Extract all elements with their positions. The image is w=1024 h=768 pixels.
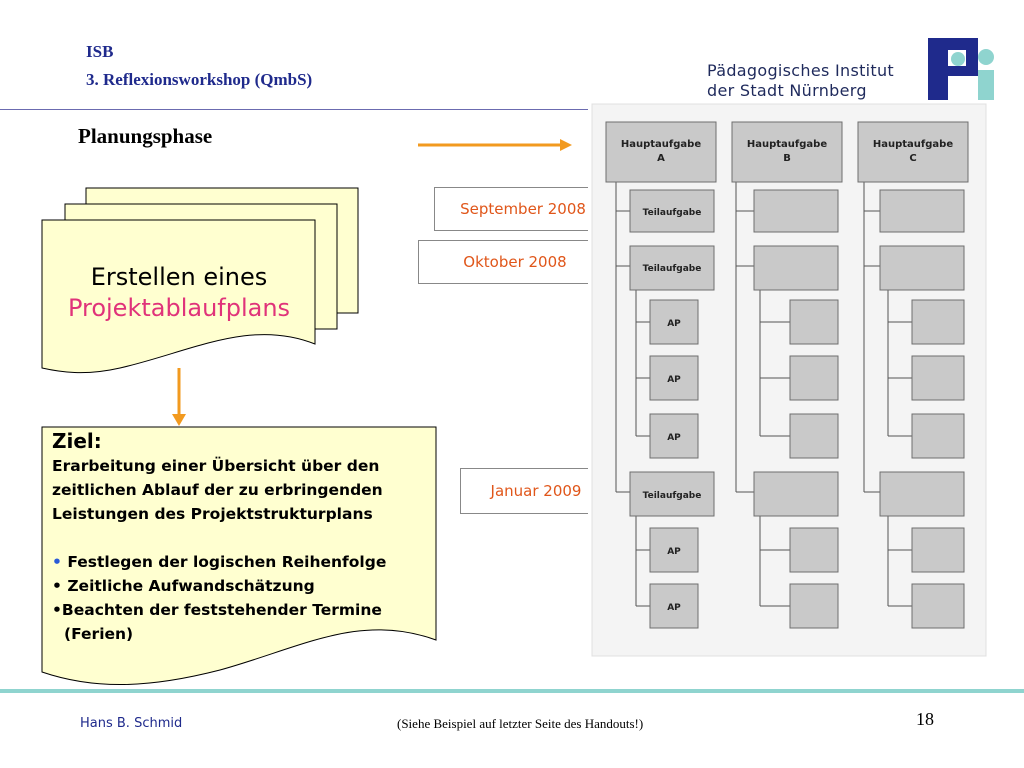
chart-label: AP (667, 433, 681, 443)
chart-label: AP (667, 375, 681, 385)
chart-label: B (783, 153, 791, 164)
chart-box-hauptaufgabe-b (731, 121, 843, 183)
chart-label: A (657, 153, 665, 164)
institute-name-line2: der Stadt Nürnberg (707, 81, 867, 100)
chart-box-ap (649, 299, 699, 345)
chart-box-teilaufgabe (629, 471, 715, 517)
chart-label: AP (667, 603, 681, 613)
chart-box-ap (649, 413, 699, 459)
chart-box-hauptaufgabe-a (605, 121, 717, 183)
header-subtitle: 3. Reflexionsworkshop (QmbS) (86, 70, 313, 89)
footer-author: Hans B. Schmid (80, 716, 183, 731)
bullet-icon: • (52, 577, 62, 595)
goal-line: Erarbeitung einer Übersicht über den (52, 457, 380, 475)
chart-label: AP (667, 319, 681, 329)
chart-label: AP (667, 547, 681, 557)
plan-document-text: Erstellen eines Projektablaufplans (42, 262, 316, 324)
chart-box-ap (649, 527, 699, 573)
header-title: ISB (86, 42, 114, 61)
chart-box-teilaufgabe (629, 245, 715, 291)
bullet-icon: • (52, 601, 62, 619)
goal-line: Leistungen des Projektstrukturplans (52, 505, 373, 523)
goal-spacer (52, 526, 432, 550)
chart-box-ap (649, 583, 699, 629)
phase-title: Planungsphase (78, 124, 213, 148)
header-divider (0, 109, 588, 110)
page-number: 18 (916, 709, 934, 729)
plan-line2: Projektablaufplans (67, 294, 291, 322)
chart-box-hauptaufgabe-c (857, 121, 969, 183)
project-structure-chart: Hauptaufgabe A Hauptaufgabe B Hauptaufga… (588, 100, 990, 658)
chart-label: Hauptaufgabe (621, 139, 701, 150)
chart-label: Teilaufgabe (643, 264, 702, 274)
goal-bullet-item: • Zeitliche Aufwandschätzung (52, 574, 432, 598)
chart-label: Hauptaufgabe (747, 139, 827, 150)
bullet-text: Festlegen der logischen Reihenfolge (61, 553, 387, 571)
goal-bullet-item: • Festlegen der logischen Reihenfolge (52, 550, 432, 574)
goal-line: zeitlichen Ablauf der zu erbringenden (52, 481, 383, 499)
goal-continuation: (Ferien) (64, 625, 134, 643)
chart-label: C (909, 153, 916, 164)
bullet-text: Zeitliche Aufwandschätzung (61, 577, 315, 595)
goal-text: Ziel: Erarbeitung einer Übersicht über d… (52, 428, 432, 646)
chart-label: Teilaufgabe (643, 491, 702, 501)
arrow-down-head (172, 414, 186, 426)
plan-line1: Erstellen eines (90, 263, 268, 291)
goal-bullet-item: •Beachten der feststehender Termine (52, 598, 432, 622)
date-box-september: September 2008 (434, 187, 612, 231)
bullet-text: Beachten der feststehender Termine (61, 601, 382, 619)
date-box-oktober: Oktober 2008 (418, 240, 612, 284)
institute-logo-icon (928, 38, 994, 100)
arrow-right-head (560, 139, 572, 151)
chart-label: Teilaufgabe (643, 208, 702, 218)
footer-note: (Siehe Beispiel auf letzter Seite des Ha… (397, 716, 644, 731)
bullet-icon: • (52, 553, 62, 571)
institute-name-line1: Pädagogisches Institut (707, 61, 894, 80)
goal-heading: Ziel: (52, 429, 102, 453)
date-box-januar: Januar 2009 (460, 468, 612, 514)
chart-label: Hauptaufgabe (873, 139, 953, 150)
chart-box-teilaufgabe (629, 189, 715, 233)
chart-box-ap (649, 355, 699, 401)
footer-divider (0, 689, 1024, 693)
